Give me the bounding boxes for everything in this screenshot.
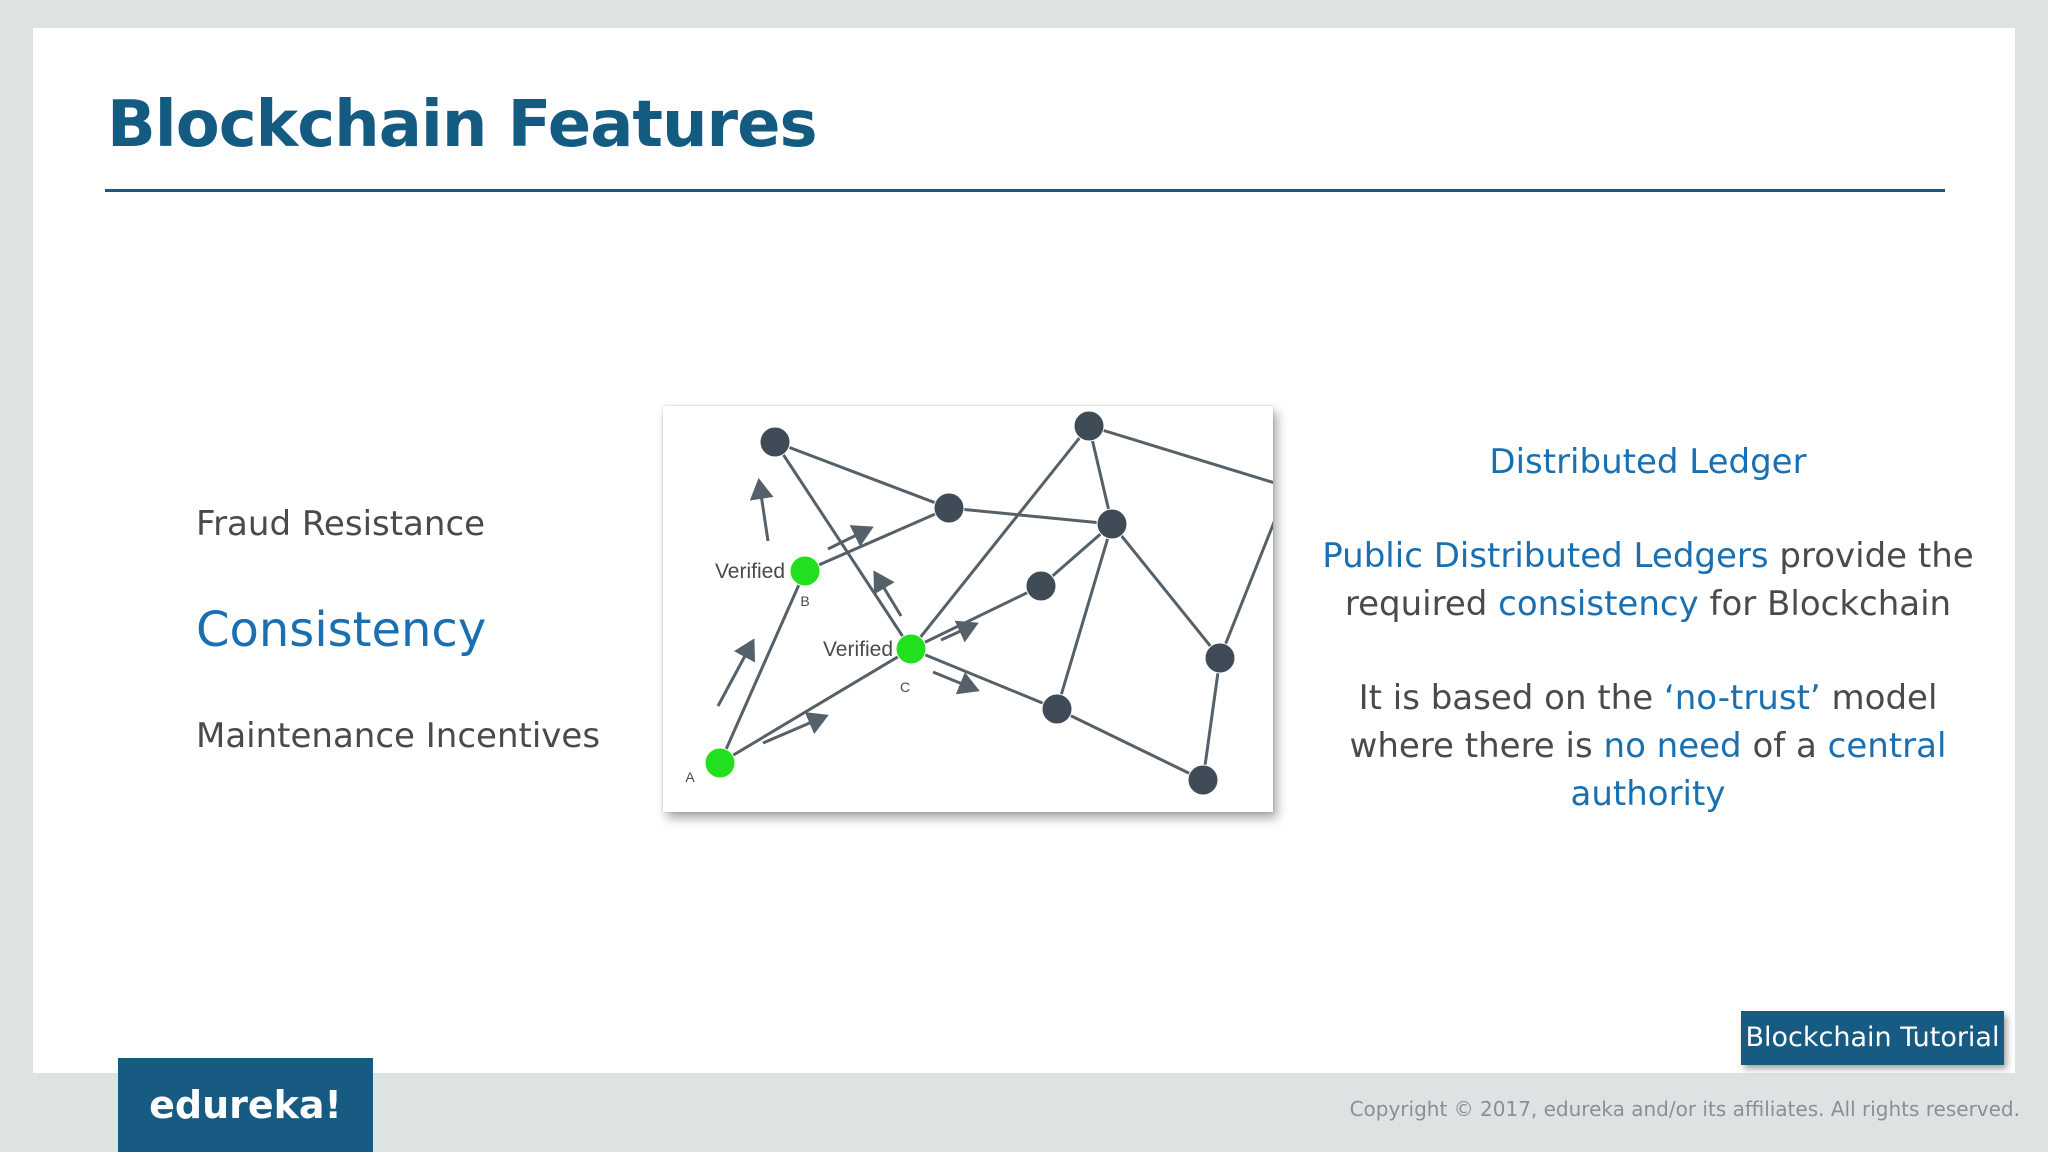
network-edge: [1110, 523, 1222, 659]
diagram-labels: Verified Verified B C A: [685, 560, 910, 785]
detail-highlight: Public Distributed Ledgers: [1322, 536, 1769, 576]
verified-label-c: Verified: [823, 638, 893, 661]
network-node: [1204, 642, 1236, 674]
network-edge: [719, 647, 912, 765]
network-edge: [1201, 657, 1222, 781]
feature-consistency: Consistency: [196, 602, 487, 658]
network-edge: [1218, 520, 1273, 659]
network-edge: [1055, 523, 1114, 710]
detail-highlight: central authority: [1570, 726, 1947, 814]
network-diagram-svg: Verified Verified B C A: [685, 410, 1273, 796]
propagation-arrow: [940, 620, 979, 643]
network-node: [759, 426, 791, 458]
detail-highlight: no need: [1603, 726, 1742, 766]
detail-text: model where there is: [1349, 678, 1938, 766]
propagation-arrow: [762, 712, 829, 745]
network-node: [1187, 764, 1219, 796]
network-node: [1096, 508, 1128, 540]
network-edge: [773, 441, 913, 650]
propagation-arrow: [749, 478, 774, 542]
node-label-c: C: [900, 679, 910, 695]
detail-text: for Blockchain: [1698, 584, 1952, 624]
feature-fraud-resistance: Fraud Resistance: [196, 504, 486, 544]
network-edge: [804, 506, 950, 573]
detail-text: of a: [1741, 726, 1828, 766]
propagation-arrow: [827, 525, 874, 551]
network-edge: [909, 425, 1091, 650]
network-diagram: Verified Verified B C A: [663, 406, 1273, 812]
network-edge: [718, 570, 807, 764]
slide-canvas: Blockchain Features Fraud Resistance Con…: [33, 28, 2015, 1073]
feature-maintenance-incentives: Maintenance Incentives: [196, 716, 601, 756]
detail-heading: Distributed Ledger: [1489, 442, 1807, 482]
network-node: [1025, 570, 1057, 602]
network-node: [1073, 410, 1105, 442]
verified-node-b: [789, 555, 821, 587]
detail-panel: Distributed Ledger Public Distributed Le…: [1318, 438, 1978, 818]
network-edges: [718, 424, 1273, 782]
network-node: [1041, 693, 1073, 725]
network-edge: [1040, 522, 1113, 588]
title-divider: [105, 189, 1945, 192]
detail-text: It is based on the: [1358, 678, 1664, 718]
tutorial-tag: Blockchain Tutorial: [1741, 1011, 2004, 1065]
origin-node-a: [704, 747, 736, 779]
copyright-notice: Copyright © 2017, edureka and/or its aff…: [1349, 1097, 2020, 1121]
edureka-logo: edureka!: [118, 1058, 373, 1152]
network-node: [933, 492, 965, 524]
node-label-b: B: [800, 593, 809, 609]
verified-label-b: Verified: [715, 560, 785, 583]
propagation-arrow: [716, 638, 756, 707]
detail-paragraph-2: It is based on the ‘no-trust’ model wher…: [1318, 674, 1978, 818]
network-edge: [1087, 425, 1114, 525]
network-edge: [910, 647, 1058, 711]
node-label-a: A: [685, 769, 695, 785]
network-edge: [1056, 707, 1204, 782]
slide-title: Blockchain Features: [107, 88, 818, 162]
network-edge: [948, 506, 1113, 526]
network-edge: [774, 440, 950, 510]
network-edge: [1088, 424, 1273, 484]
detail-text: provide the required: [1344, 536, 1974, 624]
propagation-arrow: [932, 670, 980, 695]
network-edge: [910, 584, 1042, 651]
network-nodes: [704, 410, 1273, 796]
detail-highlight: consistency: [1498, 584, 1699, 624]
detail-paragraph-1: Public Distributed Ledgers provide the r…: [1318, 532, 1978, 628]
propagation-arrows: [716, 478, 980, 745]
propagation-arrow: [873, 570, 903, 617]
detail-highlight: ‘no-trust’: [1663, 678, 1821, 718]
verified-node-c: [895, 633, 927, 665]
